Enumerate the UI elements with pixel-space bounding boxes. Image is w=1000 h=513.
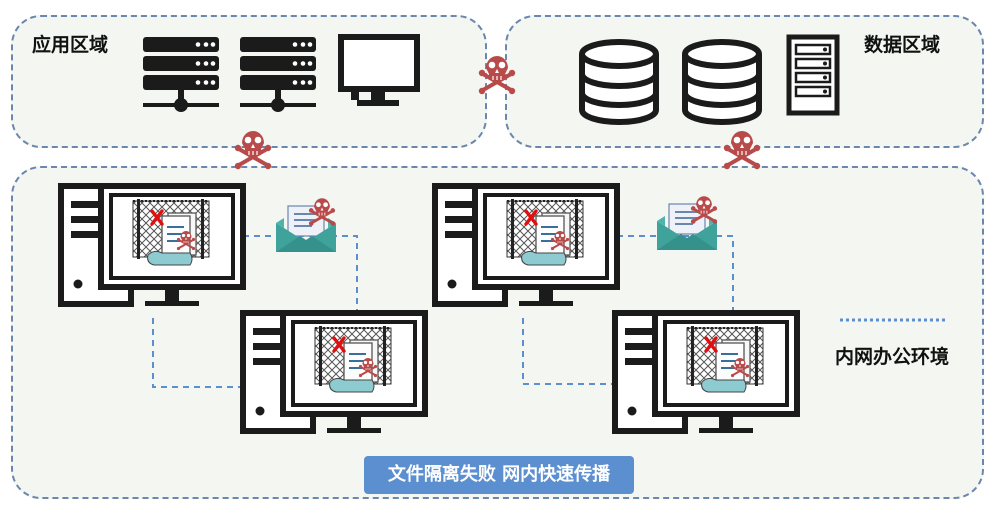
app-server-icon-1 bbox=[143, 37, 219, 112]
skull-icon-data-office bbox=[721, 129, 763, 172]
skull-icon-app-office bbox=[232, 129, 274, 172]
monitor-icon bbox=[338, 34, 420, 106]
database-icon-1 bbox=[582, 42, 656, 122]
data-zone-label: 数据区域 bbox=[864, 34, 941, 56]
infected-pc-icon-2 bbox=[243, 313, 425, 433]
skull-icon-zones bbox=[476, 54, 518, 97]
infected-pc-icon-1 bbox=[61, 186, 243, 306]
app-server-icon-2 bbox=[240, 37, 316, 112]
infected-pc-icon-3 bbox=[435, 186, 617, 306]
office-zone-label: 内网办公环境 bbox=[835, 346, 950, 368]
status-banner: 文件隔离失败 网内快速传播 bbox=[364, 456, 634, 494]
server-rack-icon bbox=[786, 34, 840, 116]
infected-pc-icon-4 bbox=[615, 313, 797, 433]
database-icon-2 bbox=[685, 42, 759, 122]
network-links bbox=[152, 235, 734, 388]
app-zone-label: 应用区域 bbox=[32, 34, 109, 56]
